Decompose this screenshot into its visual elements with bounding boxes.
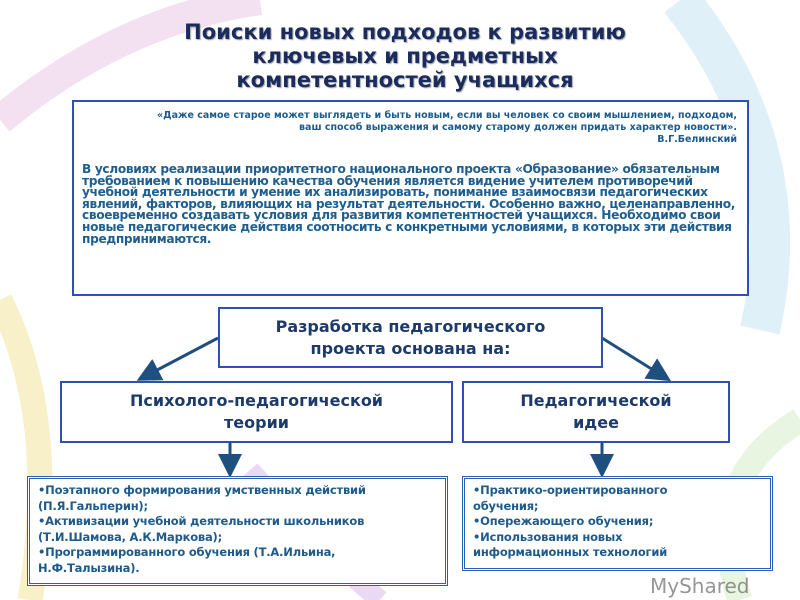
quote-text: «Даже самое старое может выглядеть и быт… [157, 110, 737, 133]
arrow-right [601, 336, 672, 382]
theory-text: Психолого-педагогической теории [129, 391, 384, 432]
list-item: •Практико-ориентированного обучения; [473, 483, 668, 513]
project-basis-text: Разработка педагогического проекта основ… [275, 316, 546, 358]
idea-text: Педагогической идее [520, 391, 672, 432]
project-basis-box: Разработка педагогического проекта основ… [218, 307, 603, 368]
theory-box: Психолого-педагогической теории [60, 381, 453, 443]
title-line: ключевых и предметных [252, 44, 558, 68]
quote-author: В.Г.Белинский [657, 134, 737, 145]
list-item: •Опережающего обучения; [473, 514, 654, 528]
list-item: •Использования новых информационных техн… [473, 529, 668, 560]
list-item: •Активизации учебной деятельности школьн… [38, 514, 365, 544]
intro-box: «Даже самое старое может выглядеть и быт… [72, 100, 749, 296]
epigraph: «Даже самое старое может выглядеть и быт… [137, 110, 737, 146]
list-item: •Поэтапного формирования умственных дейс… [38, 483, 366, 513]
idea-box: Педагогической идее [462, 381, 730, 443]
arrow-left [136, 336, 219, 381]
title-line: Поиски новых подходов к развитию [184, 20, 626, 44]
watermark-logo: MyShared [650, 574, 750, 598]
slide-title: Поиски новых подходов к развитию ключевы… [100, 20, 710, 92]
list-item: •Программированного обучения (Т.А.Ильина… [38, 545, 336, 575]
idea-list-box: •Практико-ориентированного обучения; •Оп… [462, 476, 773, 571]
intro-text: В условиях реализации приоритетного наци… [82, 162, 736, 246]
title-line: компетентностей учащихся [236, 68, 574, 92]
theory-list-box: •Поэтапного формирования умственных дейс… [27, 476, 448, 586]
